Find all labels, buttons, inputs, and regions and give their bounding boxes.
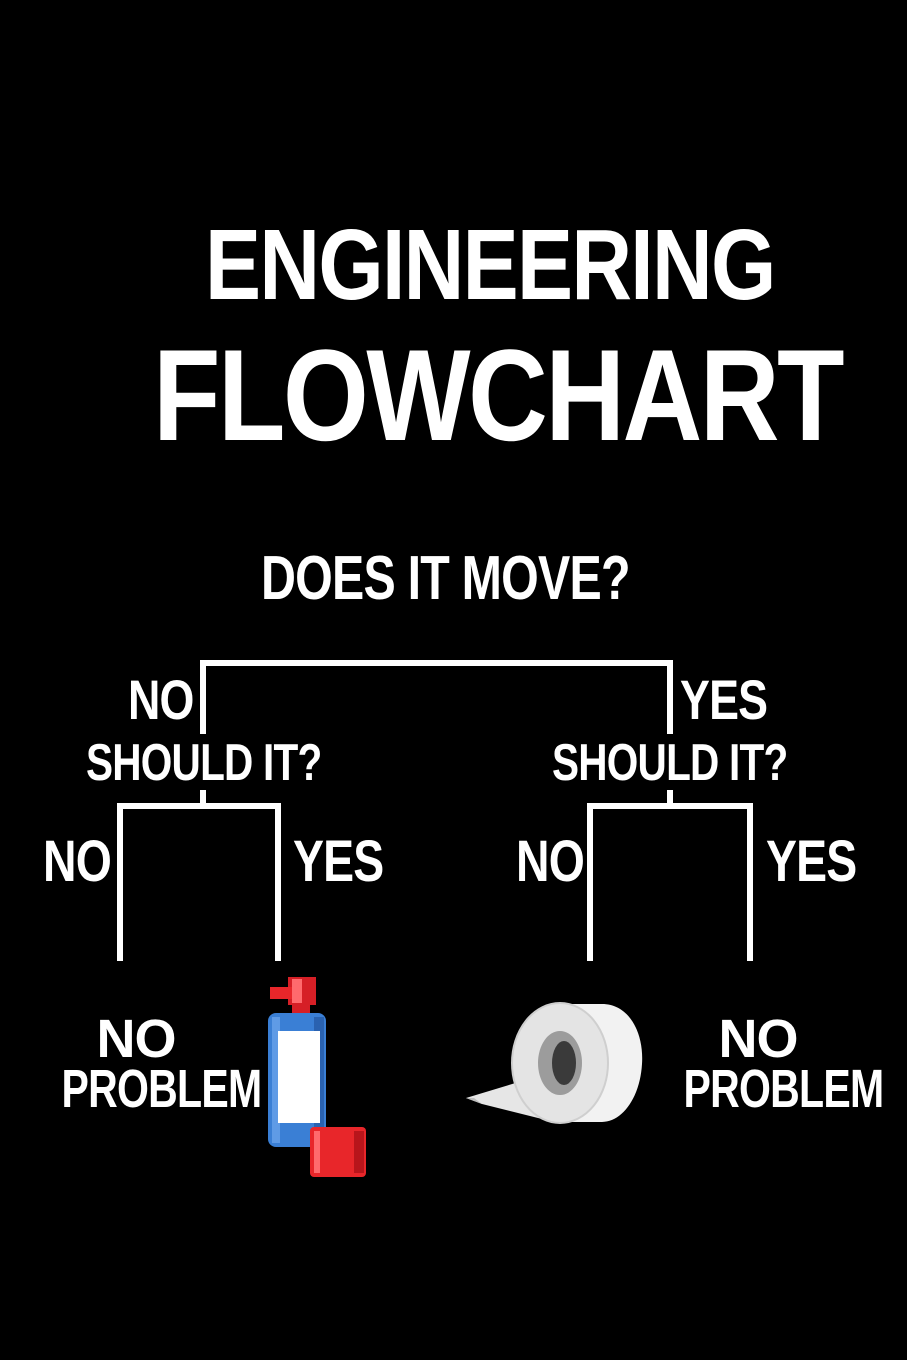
right-result-no-problem: NO PROBLEM [660,1009,885,1119]
root-yes-label: YES [680,668,768,731]
right-result-line-1: NO [718,1009,799,1069]
left-question: SHOULD IT? [86,734,322,792]
title-line-1: ENGINEERING [205,209,776,321]
left-result-line-1: NO [96,1009,177,1069]
duct-tape-roll-icon [466,1002,643,1124]
right-question: SHOULD IT? [552,734,788,792]
right-connector [587,803,753,961]
root-question: DOES IT MOVE? [261,544,631,613]
left-yes-label: YES [293,829,384,894]
right-result-line-2: PROBLEM [683,1059,885,1119]
wd40-spray-can-icon [268,977,366,1177]
left-no-label: NO [43,829,112,894]
left-result-line-2: PROBLEM [61,1059,263,1119]
root-connector [200,660,673,734]
left-result-no-problem: NO PROBLEM [38,1009,263,1119]
right-yes-label: YES [766,829,857,894]
right-no-label: NO [516,829,585,894]
title-line-2: FLOWCHART [153,322,845,468]
left-connector [117,803,281,961]
root-no-label: NO [128,668,194,731]
